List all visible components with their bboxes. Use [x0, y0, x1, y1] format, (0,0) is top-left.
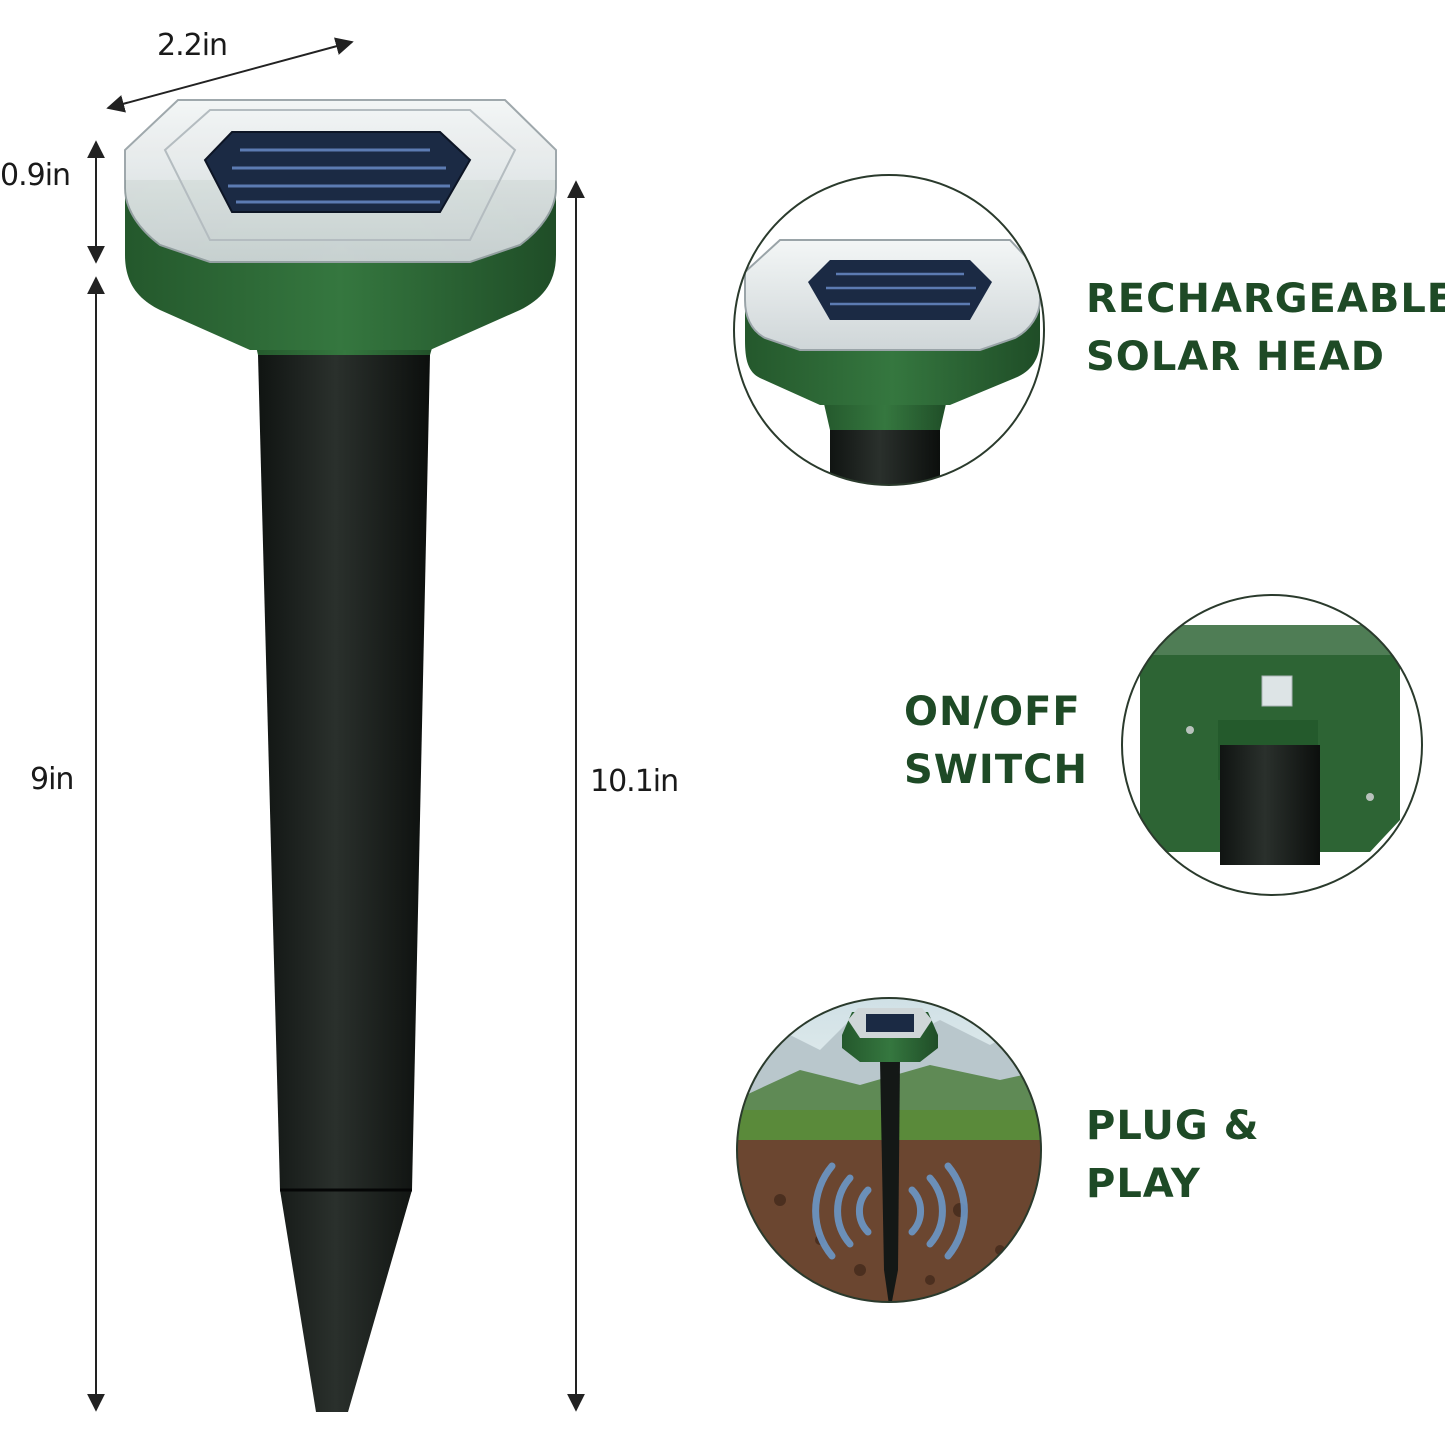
feature-line: SOLAR HEAD — [1086, 334, 1385, 380]
main-product-image — [124, 99, 557, 1412]
feature-line: PLUG & — [1086, 1103, 1260, 1149]
feature-line: SWITCH — [904, 747, 1088, 793]
switch-closeup-icon — [1121, 594, 1423, 896]
feature-line: PLAY — [1086, 1161, 1201, 1207]
feature-switch-text: ON/OFF SWITCH — [904, 683, 1088, 799]
field-scene-icon — [736, 997, 1042, 1303]
dimension-arrows — [87, 37, 585, 1412]
stake-length-label: 9in — [30, 762, 74, 797]
feature-line: ON/OFF — [904, 689, 1081, 735]
feature-solar-head-text: RECHARGEABLE SOLAR HEAD — [1086, 270, 1445, 386]
feature-plug-play-text: PLUG & PLAY — [1086, 1097, 1260, 1213]
feature-line: RECHARGEABLE — [1086, 276, 1445, 322]
width-label: 2.2in — [157, 28, 228, 63]
total-height-label: 10.1in — [590, 764, 679, 799]
solar-head-closeup-icon — [733, 174, 1045, 486]
head-height-label: 0.9in — [0, 158, 71, 193]
